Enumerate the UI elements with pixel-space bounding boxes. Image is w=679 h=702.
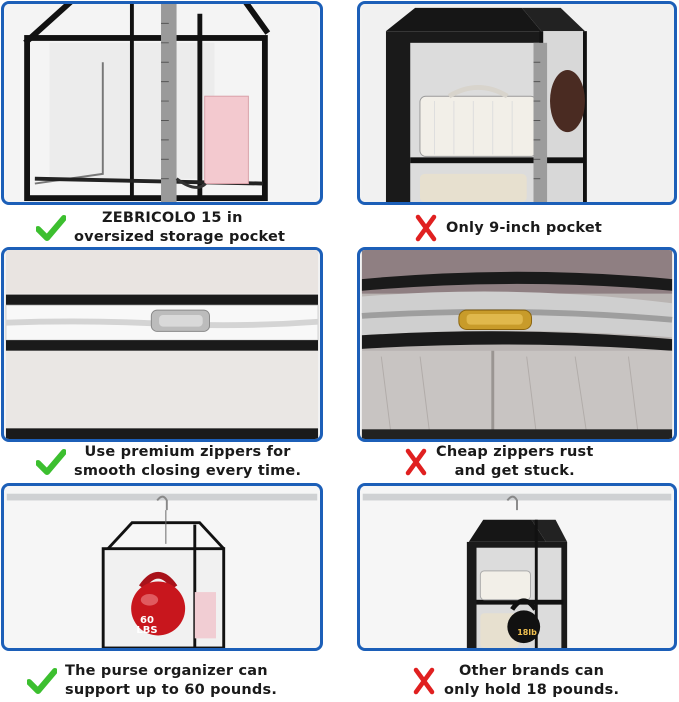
panel-cheap-zipper — [357, 247, 677, 442]
caption-large-pocket-line1: ZEBRICOLO 15 in — [102, 210, 243, 226]
caption-premium-zipper-line2: smooth closing every time. — [74, 463, 302, 479]
panel-large-pocket — [1, 1, 323, 205]
caption-small-pocket-line1: Only 9-inch pocket — [446, 219, 603, 236]
cheap-zipper-illustration — [361, 250, 673, 439]
caption-light-load: Other brands can only hold 18 pounds. — [412, 661, 674, 701]
panel-premium-zipper — [1, 247, 323, 442]
premium-zipper-illustration — [5, 250, 319, 439]
x-mark-icon — [405, 448, 427, 476]
kettlebell-weight-unit: LBS — [136, 625, 158, 636]
kettlebell-weight-18: 18lb — [517, 628, 537, 637]
x-mark-icon — [413, 667, 435, 695]
caption-cheap-zipper-line1: Cheap zippers rust — [436, 444, 594, 460]
check-mark-icon — [27, 668, 57, 694]
panel-heavy-load: 60 LBS — [1, 483, 323, 651]
large-pocket-illustration — [5, 4, 319, 202]
kettlebell-weight-number: 60 — [140, 615, 154, 626]
caption-premium-zipper: Use premium zippers for smooth closing e… — [36, 442, 326, 482]
caption-cheap-zipper-line2: and get stuck. — [454, 463, 575, 479]
light-load-illustration — [362, 486, 672, 648]
panel-small-pocket — [357, 1, 677, 205]
caption-small-pocket: Only 9-inch pocket — [414, 212, 674, 244]
check-mark-icon — [36, 449, 66, 475]
caption-light-load-line1: Other brands can — [458, 663, 605, 679]
kettlebell-weight-60: 60 LBS — [132, 616, 162, 636]
heavy-load-illustration — [6, 486, 318, 648]
caption-heavy-load-line2: support up to 60 pounds. — [65, 682, 278, 698]
caption-heavy-load-line1: The purse organizer can — [65, 663, 268, 679]
caption-large-pocket-line2: oversized storage pocket — [74, 229, 286, 245]
small-pocket-illustration — [361, 4, 673, 202]
caption-premium-zipper-line1: Use premium zippers for — [84, 444, 291, 460]
panel-light-load: 18lb — [357, 483, 677, 651]
caption-light-load-line2: only hold 18 pounds. — [444, 682, 620, 698]
caption-heavy-load: The purse organizer can support up to 60… — [27, 661, 327, 701]
caption-cheap-zipper: Cheap zippers rust and get stuck. — [404, 442, 674, 482]
caption-large-pocket: ZEBRICOLO 15 in oversized storage pocket — [36, 208, 326, 248]
x-mark-icon — [415, 214, 437, 242]
check-mark-icon — [36, 215, 66, 241]
